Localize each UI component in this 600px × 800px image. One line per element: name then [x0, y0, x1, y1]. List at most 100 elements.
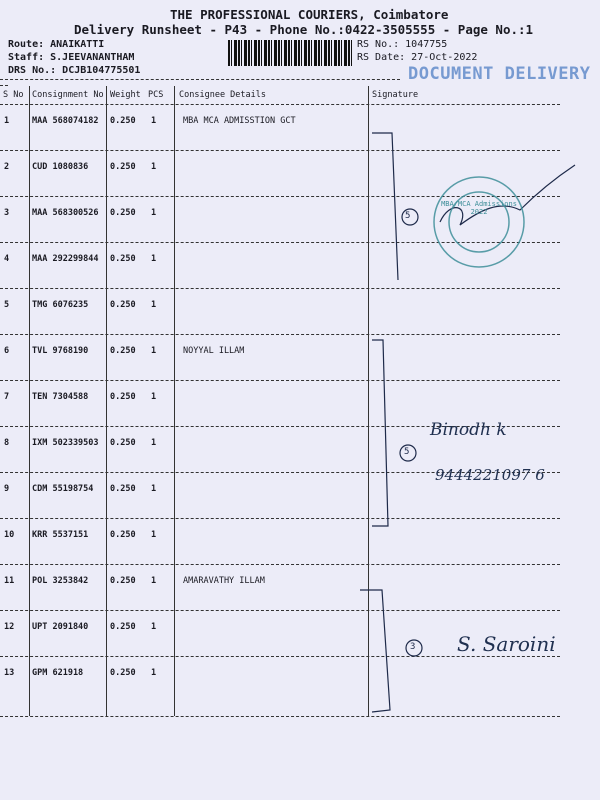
- count-5-a: 5: [405, 211, 411, 221]
- bracket-mark: [372, 339, 389, 527]
- column-rule: [174, 86, 175, 716]
- principal-seal: [433, 176, 525, 268]
- row-divider: [0, 426, 560, 427]
- cell-pcs: 1: [151, 530, 157, 540]
- cell-sno: 7: [4, 392, 10, 402]
- row-divider: [0, 380, 560, 381]
- cell-consignee: AMARAVATHY ILLAM: [183, 576, 265, 586]
- rs-date: RS Date: 27-Oct-2022: [357, 52, 478, 63]
- cell-consignment: TMG 6076235: [32, 300, 89, 310]
- col-pcs: PCS: [148, 90, 164, 100]
- row-divider: [0, 564, 560, 565]
- cell-consignment: CDM 55198754: [32, 484, 94, 494]
- row-divider: [0, 242, 560, 243]
- cell-weight: 0.250: [110, 300, 136, 310]
- cell-sno: 6: [4, 346, 10, 356]
- cell-pcs: 1: [151, 622, 157, 632]
- circled-count-mark: [401, 208, 419, 226]
- row-divider: [0, 472, 560, 473]
- cell-sno: 11: [4, 576, 15, 586]
- receiver-phone: 9444221097 6: [435, 466, 545, 484]
- receiver-name-saroini: S. Saroini: [457, 632, 556, 656]
- cell-sno: 4: [4, 254, 10, 264]
- cell-consignee: MBA MCA ADMISSTION GCT: [183, 116, 296, 126]
- cell-sno: 8: [4, 438, 10, 448]
- column-rule: [106, 86, 107, 716]
- company-title: THE PROFESSIONAL COURIERS, Coimbatore: [170, 7, 449, 22]
- circled-count-mark: [405, 639, 423, 657]
- row-divider: [0, 656, 560, 657]
- cell-consignment: TEN 7304588: [32, 392, 89, 402]
- cell-consignment: POL 3253842: [32, 576, 89, 586]
- cell-pcs: 1: [151, 484, 157, 494]
- row-divider: [0, 334, 560, 335]
- col-consignment: Consignment No: [32, 90, 104, 100]
- circled-count-mark: [399, 444, 417, 462]
- count-5-b: 5: [404, 447, 410, 457]
- cell-pcs: 1: [151, 208, 157, 218]
- row-divider: [0, 518, 560, 519]
- cell-consignment: MAA 292299844: [32, 254, 99, 264]
- cell-weight: 0.250: [110, 530, 136, 540]
- col-consignee: Consignee Details: [179, 90, 266, 100]
- cell-pcs: 1: [151, 668, 157, 678]
- cell-sno: 12: [4, 622, 15, 632]
- cell-pcs: 1: [151, 438, 157, 448]
- cell-sno: 9: [4, 484, 10, 494]
- cell-consignment: TVL 9768190: [32, 346, 89, 356]
- cell-pcs: 1: [151, 300, 157, 310]
- cell-weight: 0.250: [110, 622, 136, 632]
- signature-stroke: [439, 164, 576, 226]
- cell-consignment: MAA 568074182: [32, 116, 99, 126]
- cell-consignee: NOYYAL ILLAM: [183, 346, 245, 356]
- cell-sno: 3: [4, 208, 10, 218]
- cell-pcs: 1: [151, 254, 157, 264]
- cell-sno: 1: [4, 116, 10, 126]
- seal-text: MBA/MCA Admissions 2022: [441, 200, 517, 216]
- cell-consignment: UPT 2091840: [32, 622, 89, 632]
- column-rule: [368, 86, 369, 716]
- row-divider: [0, 196, 560, 197]
- divider: [0, 716, 560, 717]
- col-signature: Signature: [372, 90, 419, 100]
- cell-weight: 0.250: [110, 346, 136, 356]
- cell-consignment: GPM 621918: [32, 668, 84, 678]
- cell-pcs: 1: [151, 116, 157, 126]
- cell-consignment: KRR 5537151: [32, 530, 89, 540]
- row-divider: [0, 288, 560, 289]
- cell-consignment: IXM 502339503: [32, 438, 99, 448]
- divider: [0, 85, 8, 86]
- cell-sno: 10: [4, 530, 15, 540]
- column-rule: [29, 86, 30, 716]
- document-delivery-stamp: DOCUMENT DELIVERY: [408, 64, 591, 84]
- divider: [0, 79, 400, 80]
- route-label: Route: ANAIKATTI: [8, 39, 105, 50]
- count-3: 3: [410, 642, 416, 652]
- bracket-mark: [360, 589, 391, 713]
- cell-pcs: 1: [151, 346, 157, 356]
- drs-number: DRS No.: DCJB104775501: [8, 65, 141, 76]
- cell-consignment: CUD 1080836: [32, 162, 89, 172]
- cell-pcs: 1: [151, 162, 157, 172]
- staff-label: Staff: S.JEEVANANTHAM: [8, 52, 135, 63]
- col-sno: S No: [3, 90, 24, 100]
- rs-number: RS No.: 1047755: [357, 39, 448, 50]
- bracket-mark: [372, 132, 399, 281]
- cell-weight: 0.250: [110, 208, 136, 218]
- cell-weight: 0.250: [110, 162, 136, 172]
- row-divider: [0, 610, 560, 611]
- col-weight: Weight: [110, 90, 141, 100]
- barcode: [228, 40, 352, 66]
- cell-weight: 0.250: [110, 668, 136, 678]
- cell-weight: 0.250: [110, 484, 136, 494]
- cell-weight: 0.250: [110, 254, 136, 264]
- divider: [0, 104, 560, 105]
- runsheet-subtitle: Delivery Runsheet - P43 - Phone No.:0422…: [74, 22, 534, 37]
- cell-pcs: 1: [151, 392, 157, 402]
- cell-consignment: MAA 568300526: [32, 208, 99, 218]
- cell-sno: 13: [4, 668, 15, 678]
- cell-sno: 2: [4, 162, 10, 172]
- cell-weight: 0.250: [110, 576, 136, 586]
- row-divider: [0, 150, 560, 151]
